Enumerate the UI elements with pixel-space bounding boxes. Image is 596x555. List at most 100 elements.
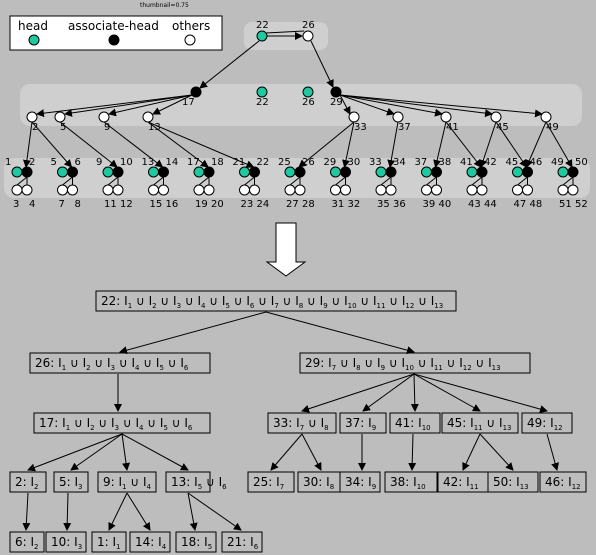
down-arrow — [265, 222, 307, 277]
label-l1-29: 29 — [330, 97, 343, 108]
edge-l2-group — [545, 121, 573, 168]
group-label: 25 — [278, 157, 291, 168]
edge-group — [107, 176, 119, 186]
group-label: 26 — [302, 157, 315, 168]
tree-l2-33-label: 33: I7 ∪ I8 — [273, 416, 329, 432]
group-bottom-label: 12 — [120, 199, 133, 210]
legend-label-associate-head: associate-head — [68, 19, 159, 33]
edge-l2-group — [433, 121, 447, 168]
tree-l3-25-box — [247, 471, 295, 493]
tree-l3-50-label: 50: I13 — [493, 475, 529, 491]
edge-17-child — [70, 433, 123, 471]
group-bottom-label: 16 — [166, 199, 179, 210]
label-top-26: 26 — [302, 20, 315, 31]
group-label: 21 — [233, 157, 246, 168]
node-group-other — [203, 184, 215, 196]
node-group-assoc — [158, 166, 169, 178]
edge-17-child — [152, 94, 193, 115]
node-group-other — [239, 184, 250, 196]
node-group-other — [193, 184, 205, 196]
group-bottom-label: 44 — [484, 199, 497, 210]
group-bottom-label: 39 — [423, 199, 436, 210]
edge-17-child — [36, 94, 193, 118]
node-group-other — [522, 184, 533, 196]
group-label: 30 — [348, 157, 361, 168]
group-label: 42 — [484, 157, 497, 168]
group-label: 5 — [51, 157, 57, 168]
edge-l2-group — [495, 121, 528, 168]
tree-l3-46-label: 46: I12 — [545, 475, 581, 491]
label-top-22: 22 — [256, 20, 269, 31]
edge-l2-group — [445, 121, 482, 168]
node-l2-13 — [142, 111, 154, 123]
tree-l2-41-label: 41: I10 — [395, 416, 431, 432]
edge-group — [471, 176, 483, 186]
node-l2-2 — [26, 111, 38, 123]
edge-top-to-17 — [199, 40, 260, 89]
node-group-other — [158, 184, 169, 196]
group-label: 41 — [460, 157, 473, 168]
group-bottom-label: 7 — [59, 199, 65, 210]
tree-l3-2-label: 2: I2 — [15, 475, 39, 491]
tree-l4-6-label: 6: I2 — [15, 535, 39, 551]
tree-l4-18-label: 18: I5 — [181, 535, 212, 551]
edge-l2-group — [103, 121, 164, 168]
node-group-assoc — [340, 166, 351, 178]
edge-29-child — [339, 94, 493, 118]
tree-l2-17-box — [33, 412, 211, 434]
tree-l3-5-box — [53, 471, 89, 493]
node-group-head — [512, 166, 523, 178]
node-group-other — [21, 184, 33, 196]
tree-l3-50-box — [487, 471, 539, 493]
group-label: 2 — [29, 157, 35, 168]
edge-13-18 — [187, 492, 198, 531]
edge-9-14 — [126, 492, 151, 531]
node-group-other — [567, 184, 579, 196]
legend-label-head: head — [18, 19, 48, 33]
node-group-other — [148, 184, 159, 196]
tree-l3-2-box — [9, 471, 47, 493]
edge-group — [426, 176, 437, 186]
group-bottom-label: 32 — [348, 199, 361, 210]
group-bottom-label: 51 — [559, 199, 572, 210]
edge-49-46 — [546, 433, 559, 471]
tree-l2-49-label: 49: I12 — [527, 416, 563, 432]
node-group-other — [557, 184, 569, 196]
node-group-other — [330, 184, 341, 196]
node-group-assoc — [21, 166, 33, 178]
group-label: 22 — [257, 157, 270, 168]
edge-33-30 — [301, 433, 322, 471]
tree-l3-5-label: 5: I3 — [59, 475, 83, 491]
tree-l3-34-label: 34: I9 — [345, 475, 376, 491]
edge-17-child — [108, 94, 193, 117]
group-label: 18 — [211, 157, 224, 168]
edge-l2-group — [525, 121, 547, 168]
tree-l4-14-box — [129, 531, 171, 553]
edge-group — [62, 176, 73, 186]
group-label: 38 — [439, 157, 452, 168]
group-bottom-label: 24 — [257, 199, 270, 210]
node-group-head — [557, 166, 569, 178]
node-group-other — [11, 184, 23, 196]
tree-l2-49-box — [521, 412, 573, 434]
node-group-head — [148, 166, 159, 178]
tree-root-box — [95, 290, 457, 312]
edge-45-50 — [479, 433, 514, 471]
tree-l2-41-box — [389, 412, 441, 434]
group-bottom-label: 19 — [195, 199, 208, 210]
node-l2-49 — [540, 111, 552, 123]
tree-l3-9-box — [97, 471, 157, 493]
edge-group — [153, 176, 164, 186]
label-l2-33: 33 — [354, 122, 367, 133]
edge-29-child — [413, 373, 481, 412]
group-label: 49 — [551, 157, 564, 168]
tree-l4-21-label: 21: I6 — [227, 535, 259, 551]
node-l2-41 — [440, 111, 452, 123]
legend: head associate-head others — [9, 15, 223, 51]
tree-l2-17-label: 17: I1 ∪ I2 ∪ I3 ∪ I4 ∪ I5 ∪ I6 — [39, 416, 193, 432]
node-group-other — [421, 184, 432, 196]
node-group-assoc — [67, 166, 78, 178]
group-label: 46 — [530, 157, 543, 168]
label-l2-45: 45 — [496, 122, 509, 133]
